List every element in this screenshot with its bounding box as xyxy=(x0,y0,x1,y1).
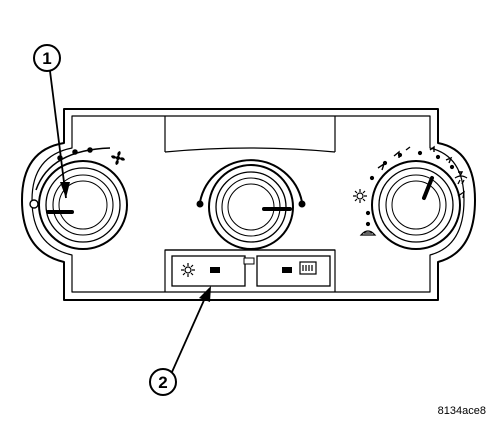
panel-vent-icon xyxy=(377,146,411,171)
rear-defrost-indicator xyxy=(282,267,292,273)
blower-knob[interactable] xyxy=(38,160,128,250)
temperature-scale xyxy=(196,159,306,208)
figure-id: 8134ace8 xyxy=(438,405,486,417)
temperature-knob[interactable] xyxy=(208,164,294,250)
callout-1-label: 1 xyxy=(42,49,51,68)
callout-2: 2 xyxy=(149,286,211,396)
recirculation-button[interactable] xyxy=(171,255,246,287)
rear-defrost-button[interactable] xyxy=(256,255,331,287)
sun-icon xyxy=(181,263,195,277)
mode-knob[interactable] xyxy=(371,160,461,250)
rear-window-icon xyxy=(299,261,317,275)
callout-1: 1 xyxy=(33,44,70,199)
callout-2-label: 2 xyxy=(158,373,167,392)
recirc-indicator xyxy=(210,267,220,273)
fan-icon xyxy=(111,151,125,165)
bay-tab xyxy=(243,257,255,265)
control-panel-housing xyxy=(21,108,476,301)
rear-defrost-icon xyxy=(359,230,377,236)
sun-icon xyxy=(353,189,367,203)
front-defrost-icon xyxy=(454,175,468,199)
floor-vent-icon xyxy=(429,145,464,177)
